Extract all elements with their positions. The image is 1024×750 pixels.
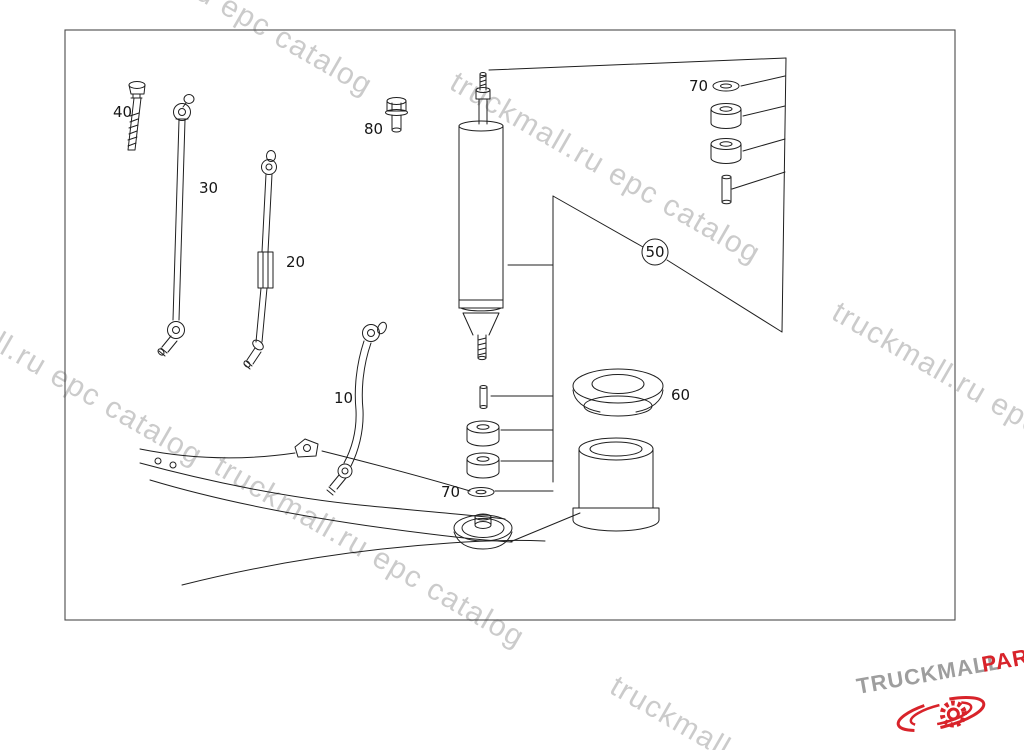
- shock-absorber-drawing: [458, 72, 504, 361]
- washer-70-upper-drawing: [712, 80, 740, 92]
- axle-outline-sketch: [139, 438, 546, 586]
- part-label-40: 40: [113, 103, 132, 121]
- bolt-40-drawing: [127, 81, 146, 151]
- bushing-lower-drawing: [466, 452, 500, 479]
- logo: TRUCKMALL PARTS: [855, 639, 1024, 699]
- logo-gear-swoosh-icon: [896, 695, 986, 733]
- part-label-80: 80: [364, 120, 383, 138]
- part-label-60: 60: [671, 386, 690, 404]
- part-label-20: 20: [286, 253, 305, 271]
- rubber-boot-60-drawing: [572, 368, 664, 417]
- part-label-10: 10: [334, 389, 353, 407]
- bushing-a-drawing: [710, 103, 742, 129]
- washer-70-lower-drawing: [467, 487, 495, 497]
- bolt-80-drawing: [385, 97, 408, 133]
- dust-tube-drawing: [509, 437, 660, 543]
- sway-link-10-drawing: [326, 321, 387, 496]
- logo-accent-text: PARTS: [980, 639, 1024, 677]
- diagram-frame: [64, 29, 956, 621]
- watermark-text: truckmall.ru epc catalog: [827, 295, 1024, 500]
- watermark-text: truckmall.ru epc catalog: [209, 449, 531, 654]
- spacer-pin-drawing: [479, 385, 488, 409]
- watermark-text: truckmall.ru epc catalog: [0, 267, 209, 472]
- part-label-70-upper: 70: [689, 77, 708, 95]
- part-label-30: 30: [199, 179, 218, 197]
- part-label-50-badge: 50: [641, 238, 669, 266]
- part-label-70-lower: 70: [441, 483, 460, 501]
- part-label-50: 50: [645, 243, 664, 261]
- bushing-b-drawing: [710, 138, 742, 164]
- watermark-text: truckmall.ru epc catalog: [57, 0, 379, 102]
- watermark-text: truckmall.ru epc catalog: [445, 65, 767, 270]
- leader-lines: [488, 57, 787, 492]
- bushing-upper-drawing: [466, 420, 500, 447]
- sleeve-pin-drawing: [721, 174, 732, 205]
- stabilizer-link-30-drawing: [157, 94, 195, 357]
- stabilizer-link-20-drawing: [243, 150, 277, 370]
